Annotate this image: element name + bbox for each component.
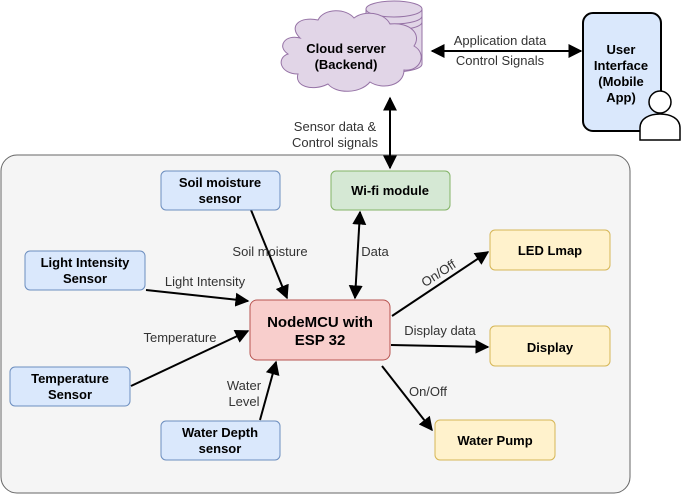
sensor-data-label-2: Control signals	[292, 135, 378, 150]
soil-moisture-sensor-node: Soil moisture sensor	[160, 170, 281, 211]
nodemcu-label-2: ESP 32	[295, 332, 346, 349]
wifi-module-node: Wi-fi module	[330, 170, 451, 211]
on-off-pump-edge-label: On/Off	[409, 384, 447, 399]
water-depth-label-2: sensor	[199, 441, 242, 456]
temperature-edge-label: Temperature	[144, 330, 217, 345]
mcu-wifi-arrow	[348, 210, 367, 300]
water-depth-to-mcu-arrow	[259, 360, 280, 421]
water-pump-node: Water Pump	[434, 419, 556, 461]
mcu-to-display-arrow	[390, 339, 490, 354]
user-interface-label-3: (Mobile	[598, 74, 644, 89]
soil-moisture-edge-label: Soil moisture	[232, 244, 307, 259]
user-icon	[639, 90, 681, 141]
user-interface-label-2: Interface	[594, 58, 648, 73]
control-signals-label: Control Signals	[456, 53, 545, 68]
light-intensity-sensor-node: Light Intensity Sensor	[24, 250, 146, 291]
soil-moisture-label-2: sensor	[199, 191, 242, 206]
water-level-edge-label-2: Level	[228, 394, 259, 409]
mcu-to-led-arrow	[391, 251, 490, 317]
water-depth-sensor-node: Water Depth sensor	[160, 420, 281, 461]
display-node: Display	[489, 325, 611, 367]
user-interface-label-4: App)	[606, 90, 636, 105]
display-label: Display	[527, 340, 574, 355]
light-intensity-label-2: Sensor	[63, 271, 107, 286]
water-level-edge-label-1: Water	[227, 378, 262, 393]
sensor-data-label-1: Sensor data &	[294, 119, 377, 134]
soil-moisture-label-1: Soil moisture	[179, 175, 261, 190]
application-data-label: Application data	[454, 33, 547, 48]
temperature-label-1: Temperature	[31, 371, 109, 386]
nodemcu-label-1: NodeMCU with	[267, 314, 373, 331]
water-depth-label-1: Water Depth	[182, 425, 258, 440]
mcu-to-pump-arrow	[381, 365, 433, 432]
led-lamp-label: LED Lmap	[518, 243, 582, 258]
light-intensity-edge-label: Light Intensity	[165, 274, 246, 289]
nodemcu-node: NodeMCU with ESP 32	[249, 299, 391, 361]
temperature-sensor-node: Temperature Sensor	[9, 366, 131, 407]
sensor-data-label-bg	[284, 114, 386, 154]
water-pump-label: Water Pump	[457, 433, 532, 448]
user-interface-box	[582, 12, 662, 132]
soil-to-mcu-arrow	[250, 209, 289, 300]
cloud-server-label: Cloud server	[306, 41, 385, 56]
wifi-module-label: Wi-fi module	[351, 183, 429, 198]
cloud-server-sublabel: (Backend)	[315, 57, 378, 72]
display-data-edge-label: Display data	[404, 323, 476, 338]
user-interface-label-1: User	[607, 42, 636, 57]
light-to-mcu-arrow	[145, 289, 250, 307]
light-intensity-label-1: Light Intensity	[41, 255, 131, 270]
temperature-label-2: Sensor	[48, 387, 92, 402]
cloud-icon	[280, 10, 422, 92]
temp-to-mcu-arrow	[130, 330, 250, 387]
data-edge-label: Data	[361, 244, 389, 259]
led-lamp-node: LED Lmap	[489, 229, 611, 271]
